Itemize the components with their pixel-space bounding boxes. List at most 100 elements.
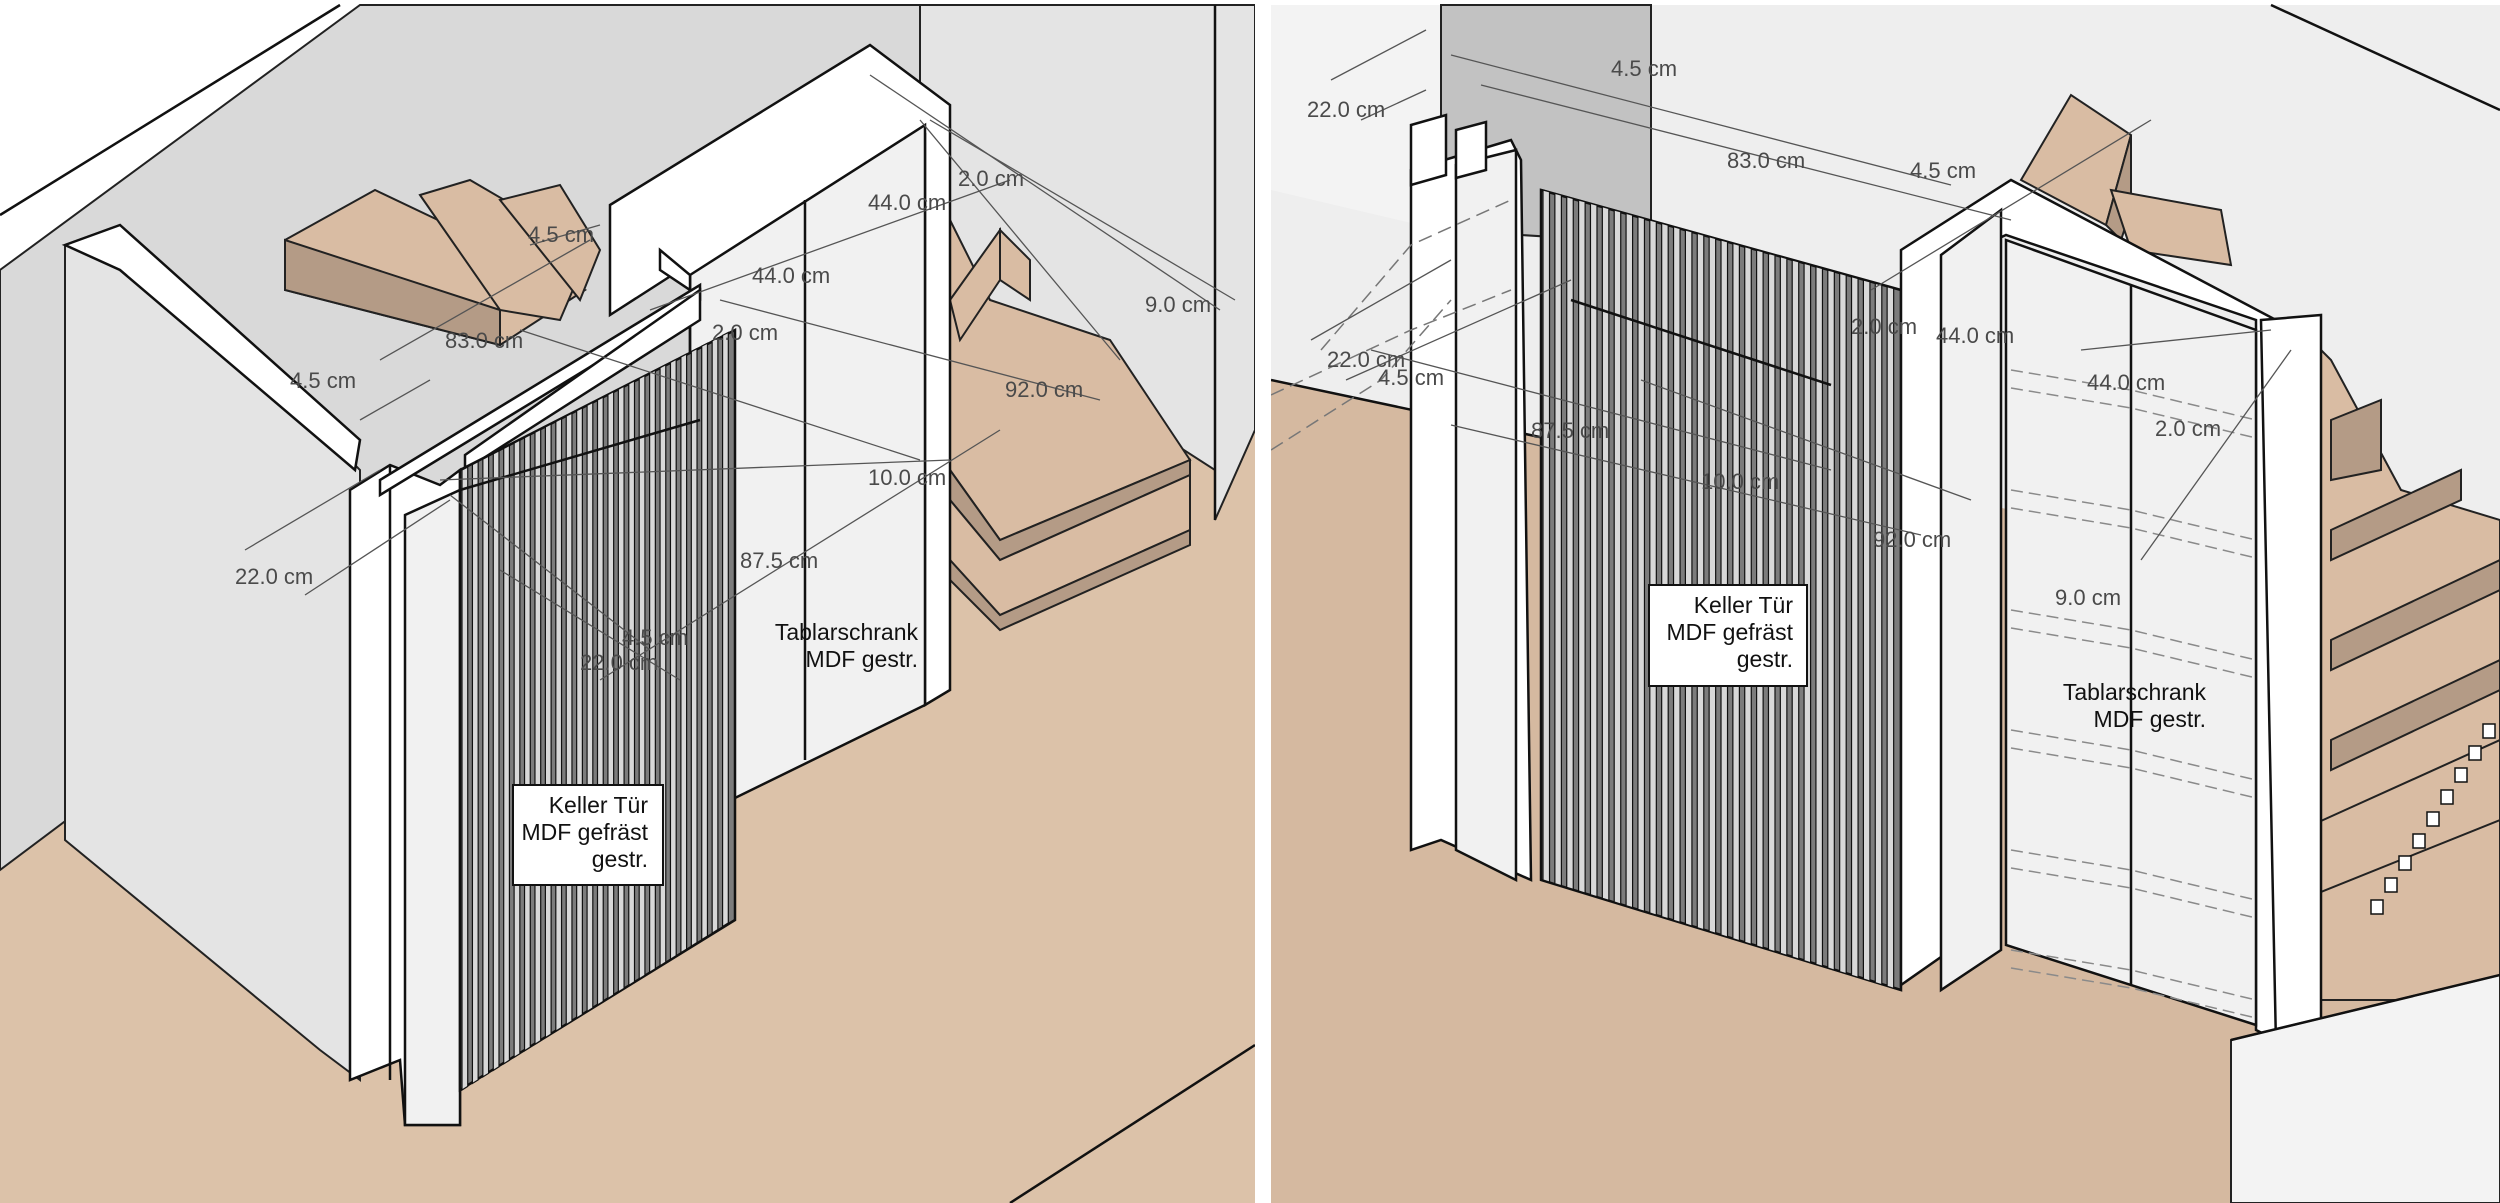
door-slat [1601, 205, 1610, 902]
dim-44-0-mid: 44.0 cm [752, 263, 830, 288]
door-slat [523, 433, 531, 1052]
dim-10-0: 10.0 cm [1701, 469, 1779, 494]
door-slat [1578, 199, 1586, 894]
door-slat [555, 417, 563, 1033]
stair-tooth [2426, 811, 2440, 827]
left-view-drawing: 4.5 cm 2.0 cm 44.0 cm 44.0 cm 2.0 cm 9.0… [0, 3, 1255, 1203]
dim-4-5-cab: 4.5 cm [1910, 158, 1976, 183]
door-slat [638, 374, 646, 980]
door-slat [1886, 285, 1895, 990]
door-label: Keller Tür MDF gefräst gestr. [1648, 584, 1808, 687]
door-slat [534, 428, 542, 1046]
cabinet-label-line2: MDF gestr. [806, 646, 918, 672]
door-slat [1672, 225, 1681, 924]
shelf-outline [2010, 867, 2257, 919]
dim-4-5-top: 4.5 cm [528, 222, 594, 247]
stair-tooth [2370, 899, 2384, 915]
staircase [284, 178, 1192, 632]
shelf-outline [2010, 369, 2257, 421]
door-slat [721, 331, 729, 928]
door-slat [1566, 195, 1574, 891]
door-slat [482, 455, 490, 1079]
dim-4-5-door: 4.5 cm [622, 625, 688, 650]
door-slat [1661, 222, 1669, 920]
stair-tooth [2440, 789, 2454, 805]
dim-9-0: 9.0 cm [1145, 292, 1211, 317]
shelf-outline [2010, 627, 2257, 679]
door-frame-post [348, 463, 462, 1127]
door-slat [1696, 232, 1705, 931]
dim-22-0-door: 22.0 cm [580, 650, 658, 675]
left-isometric-view: 4.5 cm 2.0 cm 44.0 cm 44.0 cm 2.0 cm 9.0… [0, 3, 1255, 1203]
door-slat [1649, 219, 1657, 916]
shelf-outline [2010, 387, 2257, 439]
dim-10-0: 10.0 cm [868, 465, 946, 490]
dimension-texts: 4.5 cm 22.0 cm 83.0 cm 4.5 cm 22.0 cm 4.… [1307, 56, 2221, 610]
dim-4-5-left: 4.5 cm [290, 368, 356, 393]
dim-83-0: 83.0 cm [445, 328, 523, 353]
door-slat [711, 336, 719, 935]
stair-tooth [2482, 723, 2496, 739]
door-slat [492, 449, 500, 1072]
stair-tooth [2454, 767, 2468, 783]
door-slat [565, 412, 573, 1026]
door-label-line3: gestr. [1737, 646, 1793, 672]
dimension-texts: 4.5 cm 2.0 cm 44.0 cm 44.0 cm 2.0 cm 9.0… [235, 166, 1211, 675]
door-slat [669, 358, 677, 961]
right-isometric-view: 4.5 cm 22.0 cm 83.0 cm 4.5 cm 22.0 cm 4.… [1271, 0, 2500, 1203]
cabinet [1899, 178, 2323, 1047]
dim-4-5-top: 4.5 cm [1611, 56, 1677, 81]
door-slat [1815, 265, 1824, 968]
door-slat [1684, 229, 1693, 927]
door-slat [680, 352, 688, 954]
door-slat [471, 460, 479, 1085]
shelf-outline [2010, 609, 2257, 661]
door-slat [690, 347, 698, 948]
dim-22-0-left: 22.0 cm [235, 564, 313, 589]
door-label-line1: Keller Tür [549, 792, 649, 818]
dim-83-0: 83.0 cm [1727, 148, 1805, 173]
staircase [2019, 93, 2500, 1001]
door-slat [1874, 282, 1883, 986]
cabinet-label: Tablarschrank MDF gestr. [775, 619, 919, 672]
door-label: Keller Tür MDF gefräst gestr. [512, 784, 664, 886]
door-slat [1613, 209, 1622, 905]
door-slat [1589, 202, 1598, 898]
door-slat [1625, 212, 1634, 909]
shelf-outline [2010, 507, 2257, 559]
ghost-frame-outline [1271, 199, 1512, 451]
stair-tooth [2384, 877, 2398, 893]
dim-92-0: 92.0 cm [1005, 377, 1083, 402]
door-slat [1862, 279, 1871, 982]
shelf-outline [2010, 849, 2257, 901]
door-slat [1839, 272, 1847, 975]
dim-44-0-a: 44.0 cm [1936, 323, 2014, 348]
door-slat [607, 390, 615, 1000]
door-frame [1409, 113, 1533, 883]
dimension-lines [1310, 29, 2292, 561]
door-slat [1554, 192, 1562, 887]
dim-22-0-left: 22.0 cm [1327, 347, 1405, 372]
dim-22-0-top: 22.0 cm [1307, 97, 1385, 122]
door-slat [586, 401, 594, 1013]
dim-44-0-top: 44.0 cm [868, 190, 946, 215]
door-slat [628, 379, 636, 987]
shelf-outline [2010, 489, 2257, 541]
door-slat [513, 439, 521, 1059]
right-view-drawing: 4.5 cm 22.0 cm 83.0 cm 4.5 cm 22.0 cm 4.… [1271, 3, 2500, 1203]
dim-2-0-top: 2.0 cm [958, 166, 1024, 191]
shelf-outline [2010, 729, 2257, 781]
stair-tooth [2468, 745, 2482, 761]
stair-tooth [2398, 855, 2412, 871]
door-slat [617, 385, 625, 994]
door-label-line2: MDF gefräst [521, 819, 648, 845]
stair-tooth [2412, 833, 2426, 849]
cabinet-label-line1: Tablarschrank [775, 619, 919, 645]
cabinet-label: Tablarschrank MDF gestr. [2063, 679, 2207, 732]
door-label-line3: gestr. [592, 846, 648, 872]
dim-87-5: 87.5 cm [740, 548, 818, 573]
door-label-line1: Keller Tür [1694, 592, 1794, 618]
door-slat [596, 396, 604, 1007]
dim-44-0-b: 44.0 cm [2087, 370, 2165, 395]
cabinet [378, 43, 952, 823]
